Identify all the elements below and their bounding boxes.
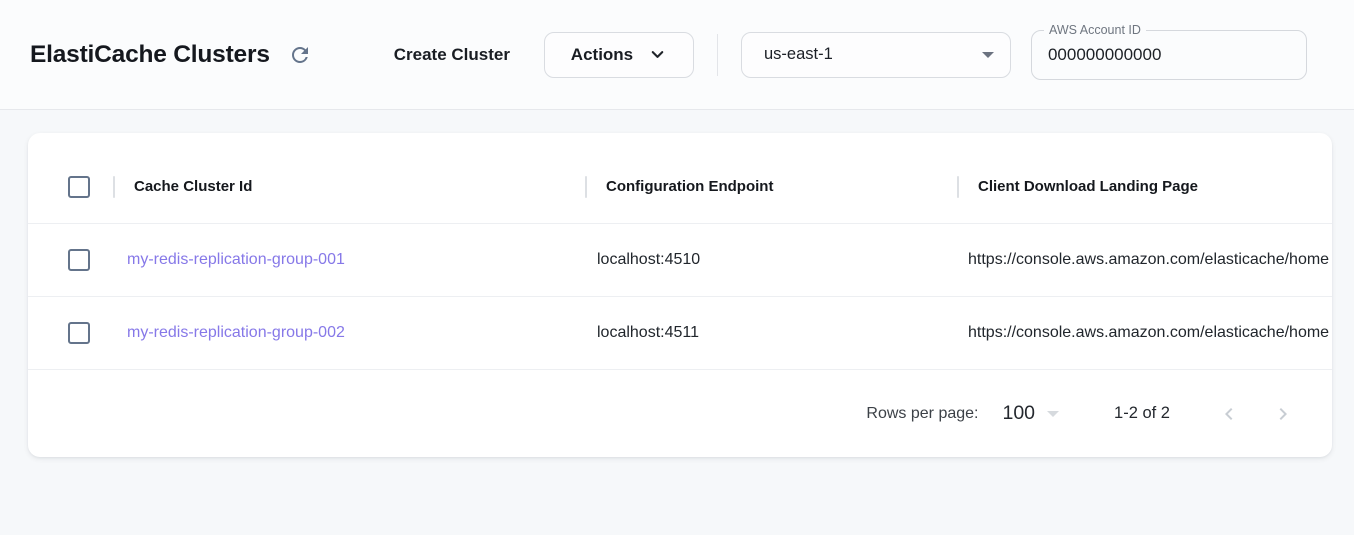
cell-configuration-endpoint: localhost:4510: [597, 251, 701, 268]
caret-down-icon: [981, 51, 994, 58]
cluster-link[interactable]: my-redis-replication-group-002: [127, 324, 345, 341]
aws-account-id-input[interactable]: [1031, 44, 1306, 65]
previous-page-button[interactable]: [1216, 401, 1242, 427]
row-checkbox-cell: [28, 249, 113, 271]
aws-account-id-label: AWS Account ID: [1043, 21, 1146, 39]
aws-account-id-field: AWS Account ID: [1030, 21, 1307, 80]
cell-client-download-landing-page: https://console.aws.amazon.com/elasticac…: [968, 324, 1330, 341]
clusters-table-card: Cache Cluster Id Configuration Endpoint …: [28, 133, 1332, 457]
column-separator: [585, 175, 587, 198]
top-bar: ElastiCache Clusters Create Cluster Acti…: [0, 0, 1354, 110]
column-header-label: Configuration Endpoint: [606, 178, 774, 195]
chevron-left-icon: [1217, 402, 1241, 426]
region-select-value: us-east-1: [763, 45, 833, 63]
chevron-right-icon: [1271, 402, 1295, 426]
header-checkbox-cell: [28, 175, 113, 198]
table-pagination: Rows per page: 100 1-2 of 2: [28, 370, 1332, 457]
region-select[interactable]: us-east-1: [740, 31, 1011, 78]
pagination-range-label: 1-2 of 2: [1114, 404, 1170, 422]
cell-cache-cluster-id: my-redis-replication-group-001: [113, 251, 585, 269]
table-row: my-redis-replication-group-002 localhost…: [28, 297, 1332, 370]
row-checkbox[interactable]: [68, 249, 90, 271]
cluster-link[interactable]: my-redis-replication-group-001: [127, 251, 345, 268]
topbar-divider: [716, 33, 718, 76]
next-page-button[interactable]: [1270, 401, 1296, 427]
cell-configuration-endpoint: localhost:4511: [597, 324, 699, 341]
refresh-button[interactable]: [286, 41, 314, 69]
actions-button-label: Actions: [570, 44, 634, 64]
column-header-label: Cache Cluster Id: [134, 178, 253, 195]
table-header-row: Cache Cluster Id Configuration Endpoint …: [28, 133, 1332, 224]
column-header-cache-cluster-id[interactable]: Cache Cluster Id: [113, 150, 585, 223]
column-header-client-download-landing-page[interactable]: Client Download Landing Page: [957, 150, 1332, 223]
chevron-down-icon: [648, 45, 667, 64]
column-separator: [113, 175, 115, 198]
refresh-icon: [288, 43, 312, 67]
select-all-checkbox[interactable]: [68, 175, 90, 198]
rows-per-page-select[interactable]: 100: [1002, 402, 1060, 425]
table-row: my-redis-replication-group-001 localhost…: [28, 224, 1332, 297]
row-checkbox[interactable]: [68, 322, 90, 344]
page-title: ElastiCache Clusters: [30, 40, 270, 68]
caret-down-icon: [1047, 410, 1060, 417]
column-header-configuration-endpoint[interactable]: Configuration Endpoint: [585, 150, 957, 223]
row-checkbox-cell: [28, 322, 113, 344]
actions-button[interactable]: Actions: [543, 31, 694, 78]
cell-cache-cluster-id: my-redis-replication-group-002: [113, 324, 585, 342]
rows-per-page-label: Rows per page:: [866, 404, 979, 422]
column-header-label: Client Download Landing Page: [978, 178, 1199, 195]
cell-client-download-landing-page: https://console.aws.amazon.com/elasticac…: [968, 251, 1330, 268]
rows-per-page-value: 100: [1002, 402, 1036, 424]
create-cluster-button[interactable]: Create Cluster: [393, 44, 510, 64]
column-separator: [957, 175, 959, 198]
